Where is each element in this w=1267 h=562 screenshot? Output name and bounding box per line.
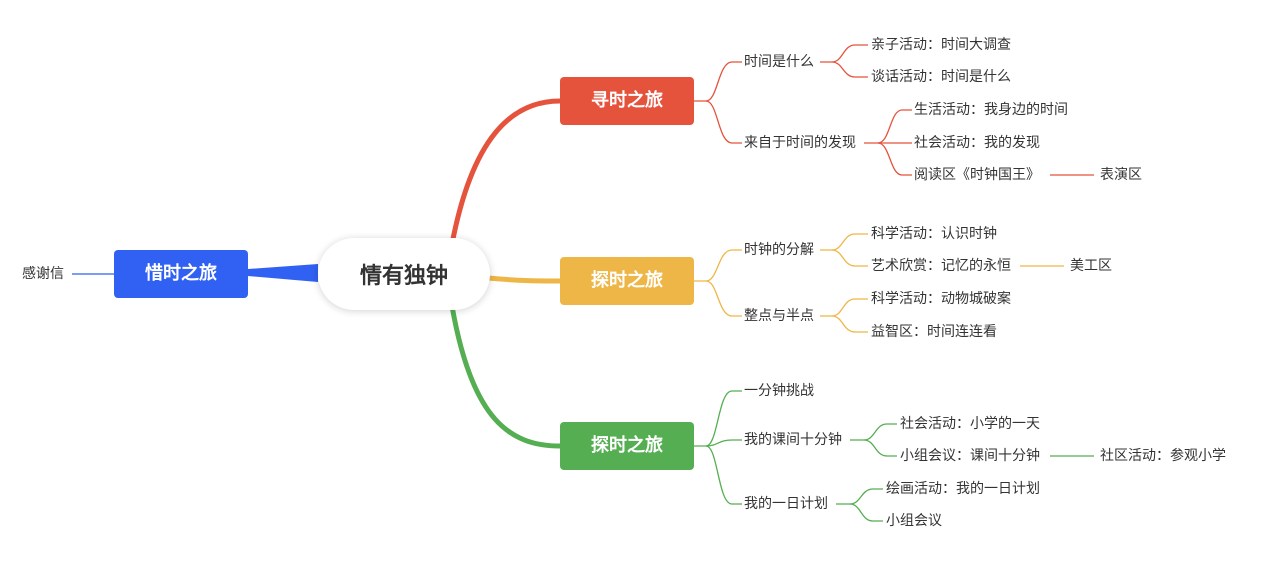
branch-1-sub-2[interactable]: 来自于时间的发现	[744, 135, 856, 151]
branch-2-sub-2-leaf-2[interactable]: 益智区：时间连连看	[871, 324, 997, 340]
branch-2-sub-1-leaf-2-extra[interactable]: 美工区	[1070, 258, 1112, 274]
connector-central-to-branch-2	[485, 275, 563, 284]
central-topic[interactable]: 情有独钟	[318, 238, 490, 310]
branch-2-sub-1-leaf-1[interactable]: 科学活动：认识时钟	[871, 226, 997, 242]
branch-1-sub-2-leaf-1[interactable]: 生活活动：我身边的时间	[914, 102, 1068, 118]
branch-3-sub-2-leaf-1[interactable]: 社会活动：小学的一天	[900, 416, 1040, 432]
branch-2-sub-1[interactable]: 时钟的分解	[744, 242, 814, 258]
branch-3-sub-2-leaf-2-extra[interactable]: 社区活动：参观小学	[1100, 448, 1226, 464]
connector-central-to-left	[248, 264, 318, 282]
connector-central-to-branch-3	[449, 303, 563, 449]
branch-3-sub-2-leaf-2[interactable]: 小组会议：课间十分钟	[900, 448, 1040, 464]
connector-central-to-branch-1	[449, 98, 563, 247]
branch-3-sub-3-leaf-1[interactable]: 绘画活动：我的一日计划	[886, 481, 1040, 497]
branch-1-sub-2-leaf-2[interactable]: 社会活动：我的发现	[914, 135, 1040, 151]
connectors-branch-1	[694, 44, 1094, 176]
branch-2-sub-2[interactable]: 整点与半点	[744, 308, 814, 324]
branch-1-sub-2-leaf-3[interactable]: 阅读区《时钟国王》	[914, 167, 1040, 183]
branch-3-sub-2[interactable]: 我的课间十分钟	[744, 432, 842, 448]
branch-3-sub-3-leaf-2[interactable]: 小组会议	[886, 513, 942, 529]
branch-2-sub-1-leaf-2[interactable]: 艺术欣赏：记忆的永恒	[871, 258, 1011, 274]
branch-1-sub-1[interactable]: 时间是什么	[744, 54, 814, 70]
branch-3-sub-1[interactable]: 一分钟挑战	[744, 383, 814, 399]
branch-left-node[interactable]: 惜时之旅	[114, 250, 248, 298]
branch-2-node[interactable]: 探时之旅	[560, 257, 694, 305]
connectors-branch-3	[694, 390, 1094, 522]
connectors-branch-2	[694, 233, 1064, 333]
branch-3-node[interactable]: 探时之旅	[560, 422, 694, 470]
branch-1-node[interactable]: 寻时之旅	[560, 77, 694, 125]
left-child-node[interactable]: 感谢信	[22, 266, 64, 282]
branch-3-sub-3[interactable]: 我的一日计划	[744, 496, 828, 512]
branch-1-sub-1-leaf-2[interactable]: 谈话活动：时间是什么	[871, 69, 1011, 85]
branch-1-sub-2-leaf-3-extra[interactable]: 表演区	[1100, 167, 1142, 183]
branch-1-sub-1-leaf-1[interactable]: 亲子活动：时间大调查	[871, 37, 1011, 53]
branch-2-sub-2-leaf-1[interactable]: 科学活动：动物城破案	[871, 291, 1011, 307]
